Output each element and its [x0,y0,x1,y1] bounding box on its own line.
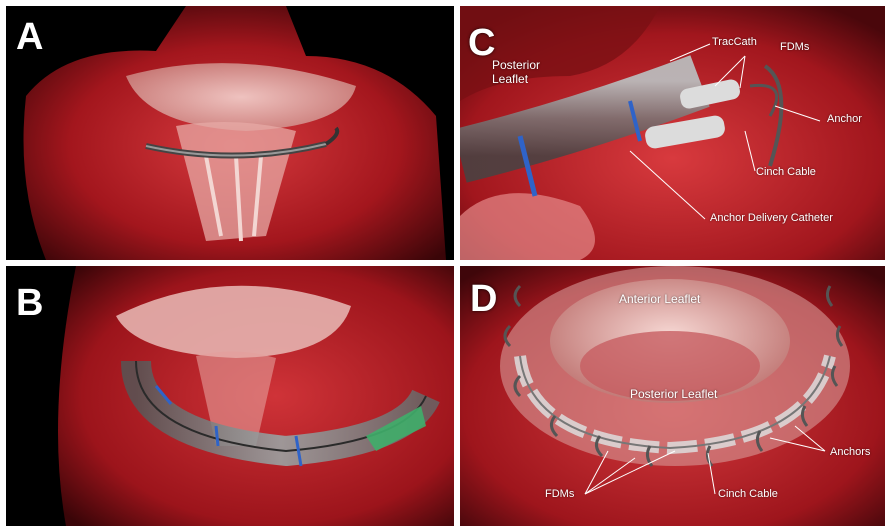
panel-a-illustration [6,6,454,260]
label-fdms-d: FDMs [545,488,574,501]
label-posterior-leaflet-d: Posterior Leaflet [630,387,717,401]
label-traccath: TracCath [712,36,757,49]
label-posterior-leaflet-c: Posterior Leaflet [492,58,552,87]
panel-b-letter: B [16,284,43,322]
panel-c-letter: C [468,24,495,62]
panel-d: D Anterior Leaflet Posterior Leaflet Anc… [460,266,885,526]
panel-b-illustration [6,266,454,526]
label-anchor: Anchor [827,113,862,126]
label-cinch-cable-c: Cinch Cable [756,166,816,179]
panel-c: C Posterior Leaflet TracCath FDMs Anchor… [460,6,885,260]
panel-a-letter: A [16,18,43,56]
label-cinch-cable-d: Cinch Cable [718,488,778,501]
label-anchor-delivery-catheter: Anchor Delivery Catheter [710,212,833,225]
label-anterior-leaflet: Anterior Leaflet [619,292,700,306]
label-fdms-c: FDMs [780,41,809,54]
panel-d-letter: D [470,280,497,318]
panel-b: B [6,266,454,526]
label-anchors: Anchors [830,446,870,459]
panel-a: A [6,6,454,260]
